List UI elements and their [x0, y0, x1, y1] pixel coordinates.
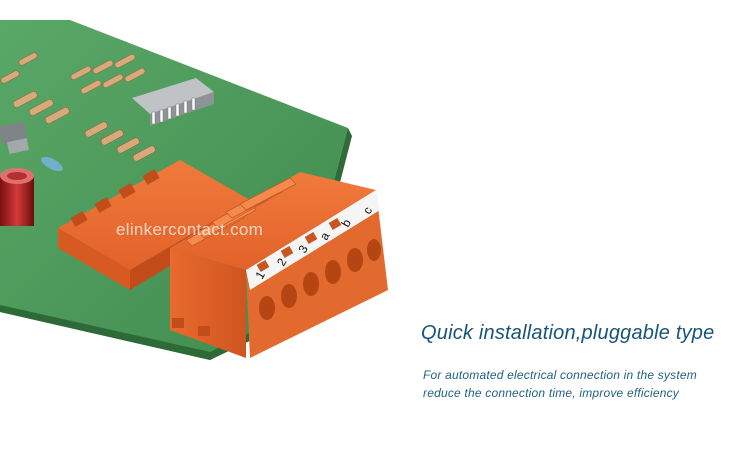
watermark: elinkercontact.com: [116, 220, 264, 239]
capacitor: [0, 168, 34, 226]
resistor-array: [0, 52, 156, 162]
headline: Quick installation,pluggable type: [421, 322, 715, 344]
description-line-1: For automated electrical connection in t…: [423, 368, 697, 382]
ic-chip: [132, 78, 214, 126]
metal-components: [0, 121, 63, 172]
description-line-2: reduce the connection time, improve effi…: [423, 386, 679, 400]
